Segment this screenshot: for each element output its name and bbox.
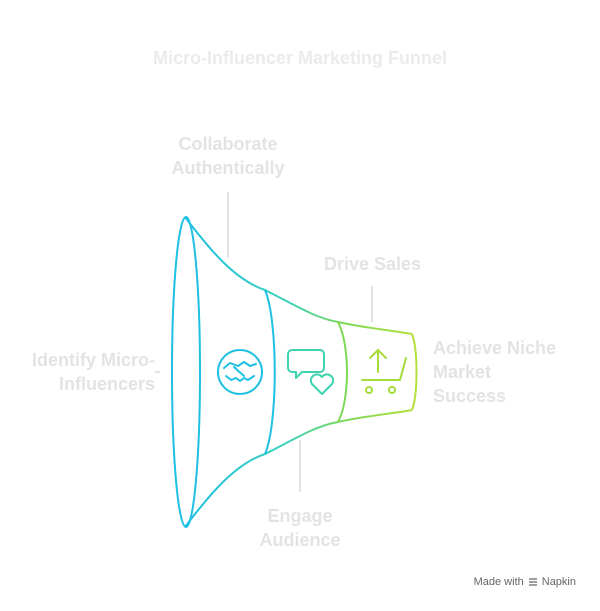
label-line: Audience [259, 530, 341, 550]
footer-prefix: Made with [473, 576, 524, 588]
label-line: Identify Micro- [31, 350, 155, 370]
label-line: Authentically [171, 158, 285, 178]
label-line: Influencers [58, 374, 155, 394]
label-achieve-niche-market-success: Achieve Niche Market Success [433, 336, 583, 408]
funnel-mouth [171, 216, 201, 528]
funnel-divider-1 [264, 289, 276, 455]
label-line: Engage [267, 506, 333, 526]
funnel-end-cap [411, 333, 418, 411]
label-drive-sales: Drive Sales [300, 252, 445, 276]
label-identify-micro-influencers: Identify Micro- Influencers [14, 348, 155, 396]
cart-upload-icon [361, 349, 407, 394]
footer-brand: Napkin [541, 576, 576, 588]
label-line: Success [433, 386, 507, 406]
label-engage-audience: Engage Audience [230, 504, 370, 552]
label-line: Market [433, 362, 492, 382]
label-collaborate-authentically: Collaborate Authentically [150, 132, 306, 180]
chat-heart-icon [287, 349, 335, 395]
label-line: Achieve Niche [433, 338, 557, 358]
napkin-logo-icon [528, 578, 537, 586]
funnel-divider-2 [337, 321, 348, 423]
label-line: Collaborate [178, 134, 278, 154]
diagram-title: Micro-Influencer Marketing Funnel [152, 48, 448, 68]
label-line: Drive Sales [323, 254, 422, 274]
handshake-icon [217, 349, 263, 395]
made-with-napkin-badge[interactable]: Made with Napkin [474, 576, 576, 588]
funnel-bottom-edge [184, 409, 413, 528]
funnel-top-edge [184, 216, 413, 335]
